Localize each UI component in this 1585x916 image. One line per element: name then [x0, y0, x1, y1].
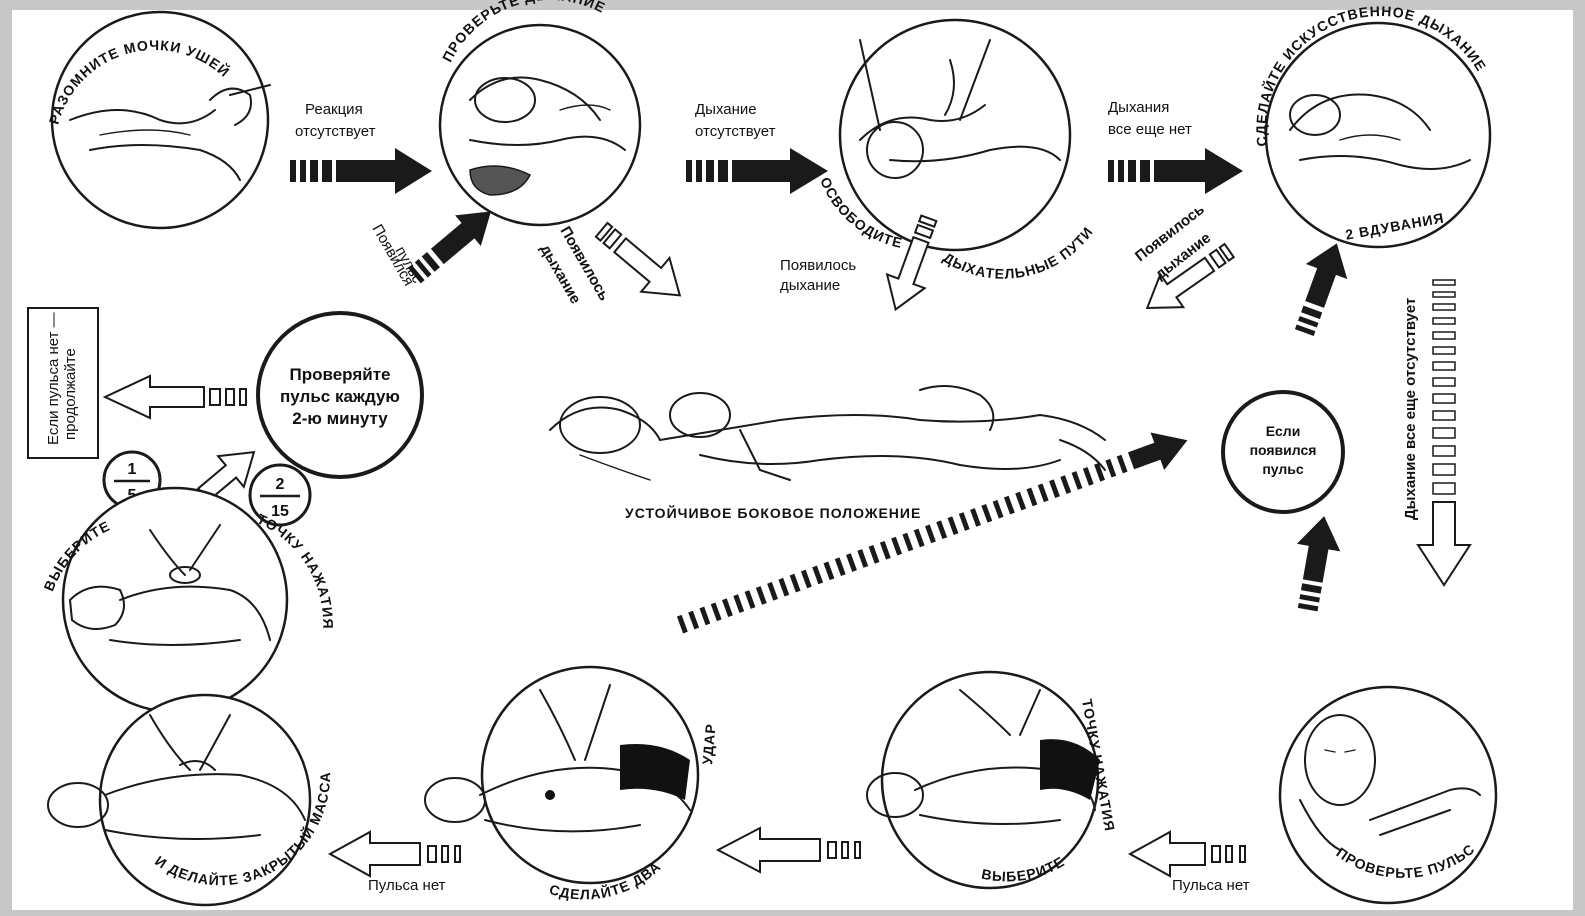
arrow-no-breath	[686, 148, 828, 194]
arrow-up-to-if-pulse	[1286, 512, 1346, 613]
if-pulse-line-2: появился	[1250, 442, 1317, 458]
if-no-pulse-line-1: Если пульса нет —	[45, 312, 62, 445]
step-choose-point-circle	[867, 672, 1100, 888]
label-blows: УДАР	[699, 723, 719, 766]
transition-no-reaction-2: отсутствует	[295, 123, 376, 140]
step-clear-airway-circle	[840, 20, 1070, 250]
recovery-position-figure	[550, 386, 1105, 480]
arrow-still-no-breath	[1108, 148, 1243, 194]
transition-breath-appeared-b2: дыхание	[780, 277, 840, 294]
arrow-no-pulse-a	[330, 832, 460, 876]
transition-still-no-breath-2: все еще нет	[1108, 121, 1192, 138]
transition-still-no-breath-vertical: Дыхание все еще отсутствует	[1402, 298, 1419, 520]
arrow-to-make-two	[718, 828, 860, 872]
ratio-two-num: 2	[276, 476, 285, 493]
arrow-still-no-breath-vertical	[1418, 280, 1470, 585]
step-rescue-breathing-circle	[1266, 23, 1490, 247]
transition-breath-appeared-b1: Появилось	[780, 257, 856, 274]
ratio-one-num: 1	[128, 461, 137, 478]
transition-no-pulse-b: Пульса нет	[1172, 877, 1250, 894]
check-every-line-2: пульс каждую	[280, 387, 400, 406]
step-compression-point-circle	[63, 488, 287, 712]
check-every-line-1: Проверяйте	[290, 365, 391, 384]
check-every-line-3: 2-ю минуту	[292, 409, 388, 428]
label-recovery-position: УСТОЙЧИВОЕ БОКОВОЕ ПОЛОЖЕНИЕ	[625, 504, 921, 521]
if-pulse-line-1: Если	[1266, 423, 1301, 439]
transition-no-reaction-1: Реакция	[305, 101, 363, 118]
arrow-no-pulse-b	[1130, 832, 1245, 876]
if-no-pulse-line-2: продолжайте	[62, 348, 79, 440]
step-two-blows-circle	[425, 667, 698, 883]
step-check-breathing-circle	[440, 25, 640, 225]
arrow-left-continue	[105, 376, 246, 418]
transition-still-no-breath-1: Дыхания	[1108, 99, 1169, 116]
transition-no-breath-1: Дыхание	[695, 101, 757, 118]
transition-no-breath-2: отсутствует	[695, 123, 776, 140]
arrow-up-to-rescue	[1284, 236, 1358, 340]
arrow-no-reaction	[290, 148, 432, 194]
transition-no-pulse-a: Пульса нет	[368, 877, 446, 894]
if-pulse-line-3: пульс	[1262, 461, 1304, 477]
